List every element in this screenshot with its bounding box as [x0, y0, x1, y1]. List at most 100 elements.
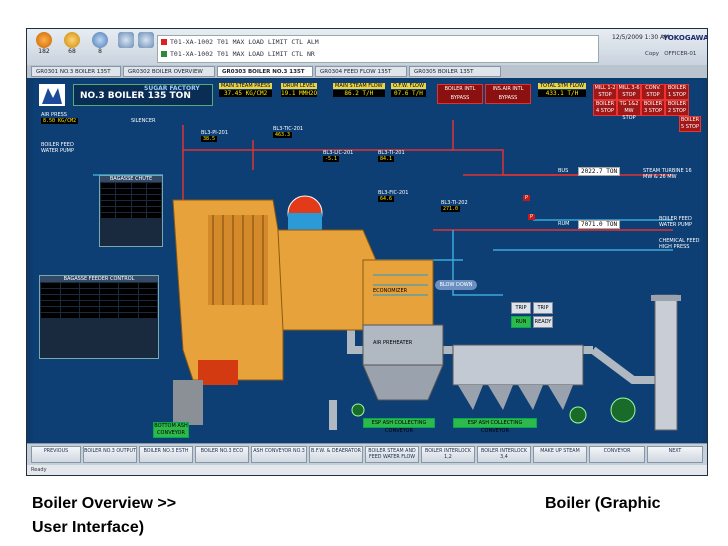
economizer-label: ECONOMIZER [373, 288, 408, 294]
stop-button[interactable]: BOILER 4 STOP [593, 100, 617, 116]
ins-air-intl-bypass-button[interactable]: INS.AIR INTL BYPASS [485, 84, 531, 104]
tab-0[interactable]: GR0301 NO.3 BOILER 135T [31, 66, 121, 77]
feed-pump-label: BOILER FEED WATER PUMP [41, 142, 74, 154]
steam-turbine-label: STEAM TURBINE 16 MW & 26 MW [643, 168, 692, 180]
nav-button[interactable]: BOILER NO.3 ESTH [139, 446, 193, 463]
caption-left-line1: Boiler Overview >> [32, 495, 177, 512]
esp-ash-conveyor-button[interactable]: ESP ASH COLLECTING CONVEYOR [363, 418, 435, 434]
tag-value: 84.1 [378, 156, 395, 162]
tag-name: BL3-PI-201 [201, 130, 229, 136]
tab-1[interactable]: GR0302 BOILER OVERVIEW [123, 66, 215, 77]
measure-value: 433.1 T/H [538, 90, 586, 97]
caption-right-line1: Boiler (Graphic [545, 495, 661, 512]
nav-button[interactable]: PREVIOUS [31, 446, 81, 463]
tag-name: BL3-TI-201 [378, 150, 405, 156]
tab-3[interactable]: GR0304 FEED FLOW 135T [315, 66, 407, 77]
ready-button[interactable]: READY [533, 316, 553, 328]
tag-value: -5.1 [323, 156, 340, 162]
boiler-feed-label: BOILER FEED WATER PUMP [659, 216, 692, 228]
tag-lic-201[interactable]: BL3-LIC-201-5.1 [323, 150, 353, 162]
alarm-lamp-icon[interactable]: 182 [33, 32, 55, 62]
stop-button[interactable]: TG 1&2 MW STOP [617, 100, 641, 121]
caption-left: Boiler Overview >> User Interface) [32, 492, 176, 540]
boiler-graphic: NO.3 BOILER 135 TON SUGAR FACTORY MAIN S… [33, 80, 703, 443]
user-info: Copy OFFICER-01 [645, 51, 696, 57]
tag-value: 64.6 [378, 196, 395, 202]
navigation-bar: PREVIOUS BOILER NO.3 OUTPUT BOILER NO.3 … [27, 443, 707, 466]
measure-label: MAIN STEAM FLOW [333, 83, 385, 89]
clock: 12/5/2009 1:30 AM [612, 34, 670, 41]
message-icon[interactable]: 8 [89, 32, 111, 62]
window-tabs: GR0301 NO.3 BOILER 135T GR0302 BOILER OV… [27, 65, 707, 78]
tag-value: 463.3 [273, 132, 293, 138]
measure-label: MAIN STEAM PRESS [219, 83, 273, 89]
stop-button[interactable]: BOILER 5 STOP [679, 116, 701, 132]
nav-button[interactable]: BOILER STEAM AND FEED WATER FLOW [365, 446, 419, 463]
alarm-marker [161, 51, 167, 57]
blow-down-button[interactable]: BLOW DOWN [435, 280, 477, 290]
bus-value: 2022.7 TON [578, 167, 621, 176]
bagasse-feeder-control-panel: BAGASSE FEEDER CONTROL [39, 275, 159, 359]
nav-button[interactable]: BOILER NO.3 ECO [195, 446, 249, 463]
system-alarm-icon[interactable]: 68 [61, 32, 83, 62]
stop-button[interactable]: MILL 1-2 STOP [593, 84, 617, 100]
status-bar: Ready [27, 465, 707, 475]
nav-button[interactable]: NEXT [647, 446, 703, 463]
nav-button[interactable]: CONVEYOR [589, 446, 645, 463]
trip-button[interactable]: TRIP [533, 302, 553, 314]
copy-label[interactable]: Copy [645, 51, 659, 57]
alarm-row[interactable]: T01-XA-1002 T01 MAX LOAD LIMIT CTL NR [158, 48, 598, 60]
hmi-toolbar: 182 68 8 T01-XA-1002 T01 MAX LOAD LIMIT … [27, 29, 707, 66]
nav-button[interactable]: MAKE UP STEAM [533, 446, 587, 463]
tag-value: 271.0 [441, 206, 461, 212]
stop-button[interactable]: CONV. STOP [641, 84, 665, 100]
nav-button[interactable]: BOILER INTERLOCK 1,2 [421, 446, 475, 463]
measure-value: 07.6 T/H [391, 90, 426, 97]
stop-button[interactable]: BOILER 2 STOP [665, 100, 689, 116]
tab-2[interactable]: GR0303 BOILER NO.3 135T [217, 66, 313, 77]
stop-button[interactable]: BOILER 1 STOP [665, 84, 689, 100]
bottom-ash-conveyor-button[interactable]: BOTTOM ASH CONVEYOR [153, 422, 189, 438]
alarm-text: T01-XA-1002 T01 MAX LOAD LIMIT CTL ALM [170, 38, 319, 46]
rum-label: RUM [558, 221, 570, 227]
stop-button[interactable]: BOILER 3 STOP [641, 100, 665, 116]
caption-left-line2: User Interface) [32, 519, 145, 536]
nav-button[interactable]: B.F.W. & DEAERATOR [309, 446, 363, 463]
system-alarm-count: 68 [68, 48, 76, 55]
caption-right: Boiler (Graphic [545, 492, 661, 516]
message-count: 8 [98, 48, 102, 55]
boiler-name: NO.3 BOILER 135 TON [80, 91, 191, 101]
feed-alarm-value: P [523, 195, 531, 201]
nav-button[interactable]: BOILER INTERLOCK 3,4 [477, 446, 531, 463]
alarm-banner[interactable]: T01-XA-1002 T01 MAX LOAD LIMIT CTL ALM T… [157, 35, 599, 63]
company-logo [39, 84, 65, 106]
esp-ash-conveyor-button-2[interactable]: ESP ASH COLLECTING CONVEYOR [453, 418, 537, 434]
run-button[interactable]: RUN [511, 316, 531, 328]
trip-button[interactable]: TRIP [511, 302, 531, 314]
alarm-count: 182 [38, 48, 50, 55]
boiler-intl-bypass-button[interactable]: BOILER INTL BYPASS [437, 84, 483, 104]
nav-button[interactable]: BOILER NO.3 OUTPUT [83, 446, 137, 463]
chemical-feed-label: CHEMICAL FEED HIGH PRESS [659, 238, 700, 250]
chute-grid [100, 182, 162, 219]
measure-value: 37.45 KG/CM2 [219, 90, 273, 97]
operator-guide-icon[interactable] [115, 32, 137, 62]
process-icon[interactable] [135, 32, 157, 62]
page-title: NO.3 BOILER 135 TON SUGAR FACTORY [73, 84, 213, 106]
panel-title: BAGASSE CHUTE [100, 176, 162, 182]
stop-button[interactable]: MILL 3-6 STOP [617, 84, 641, 100]
nav-button[interactable]: ASH CONVEYOR NO.3 [251, 446, 307, 463]
silencer-label: SILENCER [131, 118, 156, 124]
alarm-text: T01-XA-1002 T01 MAX LOAD LIMIT CTL NR [170, 50, 315, 58]
tab-4[interactable]: GR0305 BOILER 135T [409, 66, 501, 77]
alarm-row[interactable]: T01-XA-1002 T01 MAX LOAD LIMIT CTL ALM [158, 36, 598, 48]
